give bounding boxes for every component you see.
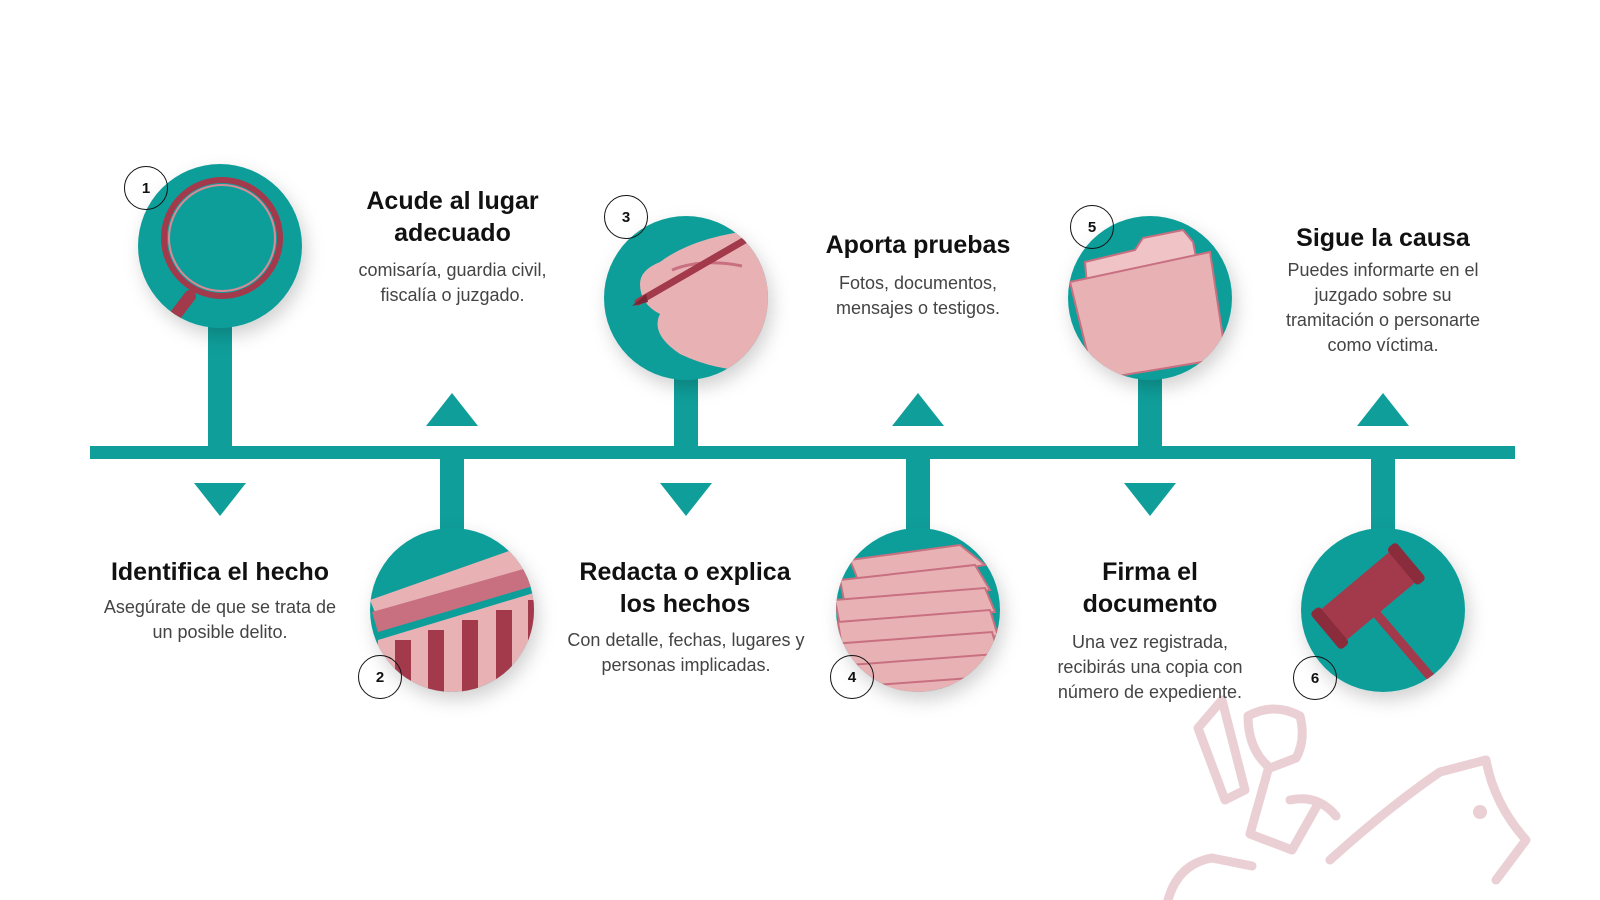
step-1-number: 1 — [124, 166, 168, 210]
step-6-description: Puedes informarte en el juzgado sobre su… — [1285, 260, 1481, 355]
gavel-icon — [1311, 543, 1445, 692]
step-3-title: Redacta o explica los hechos — [579, 558, 791, 618]
timeline-bar — [90, 446, 1515, 459]
step-3-number: 3 — [604, 195, 648, 239]
arrow-down-5 — [1124, 483, 1176, 516]
arrow-down-3 — [660, 483, 712, 516]
connector-6 — [1371, 455, 1395, 535]
step-6-circle — [1301, 528, 1465, 692]
connector-5 — [1138, 370, 1162, 450]
step-4-description: Fotos, documentos, mensajes o testigos. — [835, 273, 1001, 318]
step-2-description: comisaría, guardia civil, fiscalía o juz… — [358, 260, 547, 305]
step-2-title: Acude al lugar adecuado — [366, 187, 539, 247]
arrow-down-1 — [194, 483, 246, 516]
step-1-description: Asegúrate de que se trata de un posible … — [103, 597, 337, 642]
arrow-up-6 — [1357, 393, 1409, 426]
step-5-circle — [1068, 216, 1232, 380]
step-5-description: Una vez registrada, recibirás una copia … — [1057, 632, 1243, 702]
step-6-number: 6 — [1293, 656, 1337, 700]
step-5-title: Firma el documento — [1082, 558, 1218, 618]
step-1-title: Identifica el hecho — [110, 558, 330, 586]
watermark-knight-icon — [1163, 695, 1531, 900]
folder-icon — [1068, 228, 1228, 380]
step-5-number: 5 — [1070, 205, 1114, 249]
writing-hand-icon — [632, 228, 768, 371]
connector-2 — [440, 455, 464, 535]
step-3-description: Con detalle, fechas, lugares y personas … — [567, 630, 805, 675]
connector-1 — [208, 320, 232, 450]
step-2-number: 2 — [358, 655, 402, 699]
arrow-up-4 — [892, 393, 944, 426]
step-4-title: Aporta pruebas — [825, 231, 1011, 259]
arrow-up-2 — [426, 393, 478, 426]
step-6-title: Sigue la causa — [1296, 224, 1470, 252]
connector-4 — [906, 455, 930, 535]
step-3-circle — [604, 216, 768, 380]
connector-3 — [674, 370, 698, 450]
step-4-number: 4 — [830, 655, 874, 699]
